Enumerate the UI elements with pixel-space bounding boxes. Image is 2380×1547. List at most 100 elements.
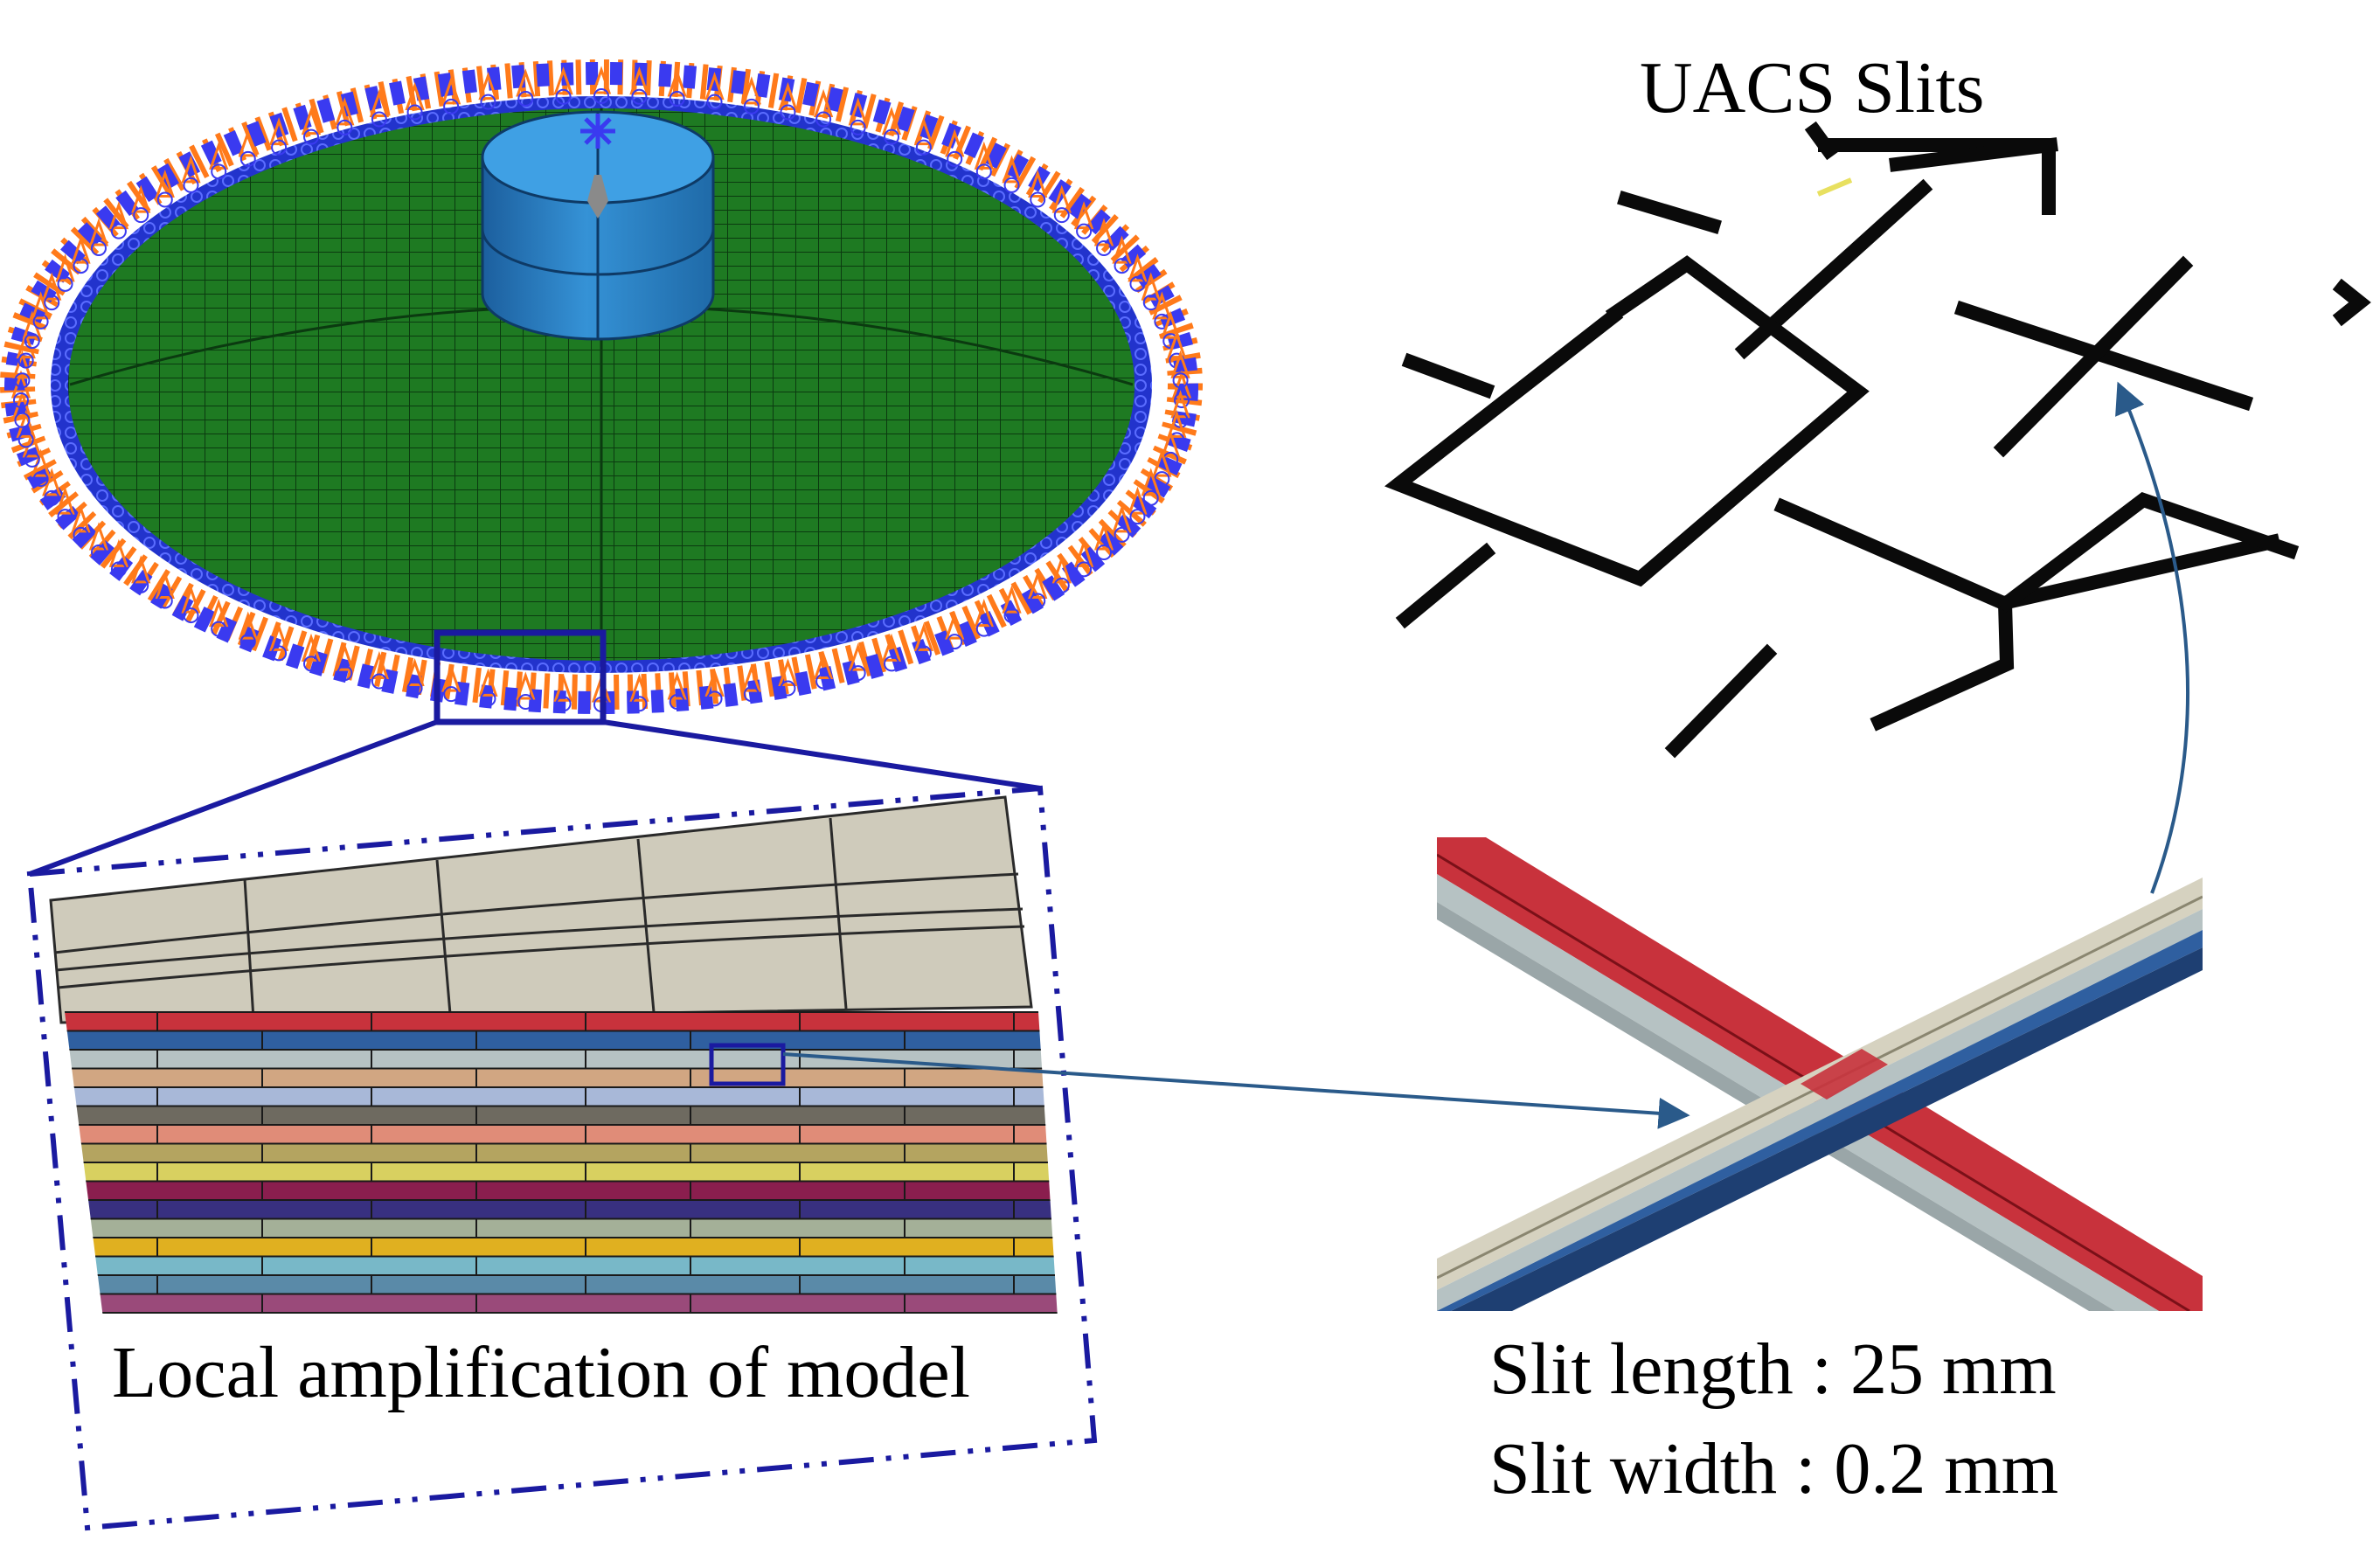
- boundary-cone-icon: [975, 621, 992, 637]
- boundary-cone-icon: [884, 656, 899, 672]
- boundary-cone-icon: [780, 680, 796, 697]
- boundary-cone-icon: [337, 119, 353, 135]
- uacs-slits-title: UACS Slits: [1640, 47, 1985, 128]
- ply-layer: [51, 1124, 1058, 1145]
- boundary-cone-icon: [14, 412, 31, 428]
- boundary-marker-icon: [848, 97, 868, 126]
- boundary-marker-icon: [42, 468, 62, 496]
- boundary-marker-icon: [945, 128, 965, 157]
- boundary-marker-icon: [88, 218, 109, 246]
- ply-layer: [51, 1011, 1058, 1032]
- boundary-marker-icon: [1002, 155, 1022, 184]
- boundary-cone-icon: [1174, 392, 1190, 408]
- boundary-marker-icon: [553, 673, 573, 702]
- boundary-cone-icon: [90, 240, 107, 256]
- load-arrow-icon: [587, 175, 608, 219]
- boundary-marker-icon: [516, 671, 536, 700]
- boundary-cone-icon: [57, 509, 73, 525]
- boundary-marker-icon: [1028, 169, 1048, 198]
- boundary-marker-icon: [881, 633, 902, 662]
- boundary-marker-icon: [478, 72, 498, 101]
- boundary-cone-icon: [631, 88, 648, 105]
- boundary-cone-icon: [17, 432, 34, 448]
- zoom-frame: [26, 785, 1098, 1531]
- boundary-marker-icon: [155, 570, 175, 599]
- ply-layer: [51, 1105, 1058, 1126]
- ply-layer: [51, 1293, 1058, 1314]
- boundary-marker-icon: [1167, 409, 1187, 438]
- boundary-cone-icon: [303, 656, 319, 672]
- boundary-cone-icon: [90, 545, 107, 560]
- boundary-cone-icon: [884, 128, 899, 145]
- boundary-marker-icon: [1161, 310, 1181, 339]
- boundary-marker-icon: [1028, 570, 1048, 599]
- boundary-marker-icon: [591, 66, 612, 94]
- ply-layer: [51, 1180, 1058, 1201]
- zoom-callout: [26, 719, 1098, 1531]
- boundary-marker-icon: [441, 663, 461, 692]
- boundary-cone-icon: [1114, 526, 1130, 543]
- boundary-marker-icon: [1141, 468, 1161, 496]
- ply-layer: [51, 1237, 1058, 1258]
- ply-layer: [51, 1049, 1058, 1070]
- boundary-cone-icon: [1142, 295, 1159, 311]
- boundary-cone-icon: [1129, 509, 1146, 525]
- boundary-marker-icon: [301, 107, 322, 135]
- boundary-marker-icon: [88, 522, 109, 551]
- boundary-cone-icon: [1169, 432, 1185, 448]
- boundary-marker-icon: [1051, 555, 1072, 584]
- boundary-marker-icon: [629, 66, 649, 95]
- boundary-cone-icon: [480, 690, 496, 707]
- boundary-marker-icon: [108, 201, 129, 230]
- boundary-cone-icon: [24, 333, 40, 350]
- boundary-marker-icon: [1112, 504, 1132, 533]
- boundary-marker-icon: [335, 97, 355, 126]
- boundary-marker-icon: [301, 633, 322, 662]
- boundary-marker-icon: [31, 291, 51, 320]
- boundary-cone-icon: [780, 104, 796, 121]
- boundary-cone-icon: [850, 119, 866, 135]
- boundary-cone-icon: [1053, 207, 1070, 224]
- boundary-cone-icon: [555, 88, 572, 105]
- boundary-marker-icon: [629, 673, 649, 702]
- boundary-cone-icon: [669, 90, 685, 107]
- boundary-marker-icon: [1170, 390, 1190, 419]
- boundary-cone-icon: [480, 94, 496, 110]
- boundary-cone-icon: [406, 104, 423, 121]
- boundary-cone-icon: [1162, 333, 1179, 350]
- boundary-cone-icon: [406, 680, 423, 697]
- boundary-cone-icon: [915, 139, 932, 156]
- boundary-cone-icon: [975, 163, 992, 180]
- boundary-cone-icon: [133, 577, 149, 593]
- boundary-cone-icon: [371, 673, 387, 690]
- arrow-to-slit-detail: [782, 1052, 1690, 1129]
- boundary-marker-icon: [181, 155, 201, 184]
- boundary-cone-icon: [1172, 372, 1189, 389]
- boundary-marker-icon: [335, 642, 355, 671]
- boundary-cone-icon: [947, 634, 963, 650]
- boundary-marker-icon: [1002, 585, 1022, 614]
- boundary-marker-icon: [1128, 253, 1148, 282]
- boundary-marker-icon: [741, 663, 761, 692]
- boundary-cone-icon: [517, 90, 534, 107]
- boundary-marker-icon: [405, 657, 425, 687]
- uacs-slit-marker: [1816, 177, 1853, 197]
- boundary-marker-icon: [913, 622, 934, 651]
- boundary-cone-icon: [73, 258, 89, 274]
- boundary-cone-icon: [1003, 607, 1020, 624]
- boundary-cone-icon: [517, 694, 534, 711]
- boundary-marker-icon: [1128, 486, 1148, 515]
- boundary-marker-icon: [238, 128, 258, 157]
- boundary-cone-markers: [10, 66, 1192, 712]
- boundary-marker-icon: [974, 141, 994, 170]
- boundary-marker-icon: [181, 585, 201, 614]
- ply-layer: [51, 1255, 1058, 1276]
- boundary-marker-icon: [1093, 218, 1114, 246]
- ply-detail-highlight: [709, 1043, 786, 1086]
- ply-layer: [51, 1142, 1058, 1163]
- ply-layer: [51, 1274, 1058, 1295]
- boundary-marker-icon: [12, 350, 32, 378]
- boundary-cone-icon: [1076, 223, 1093, 239]
- boundary-marker-icon: [369, 88, 390, 117]
